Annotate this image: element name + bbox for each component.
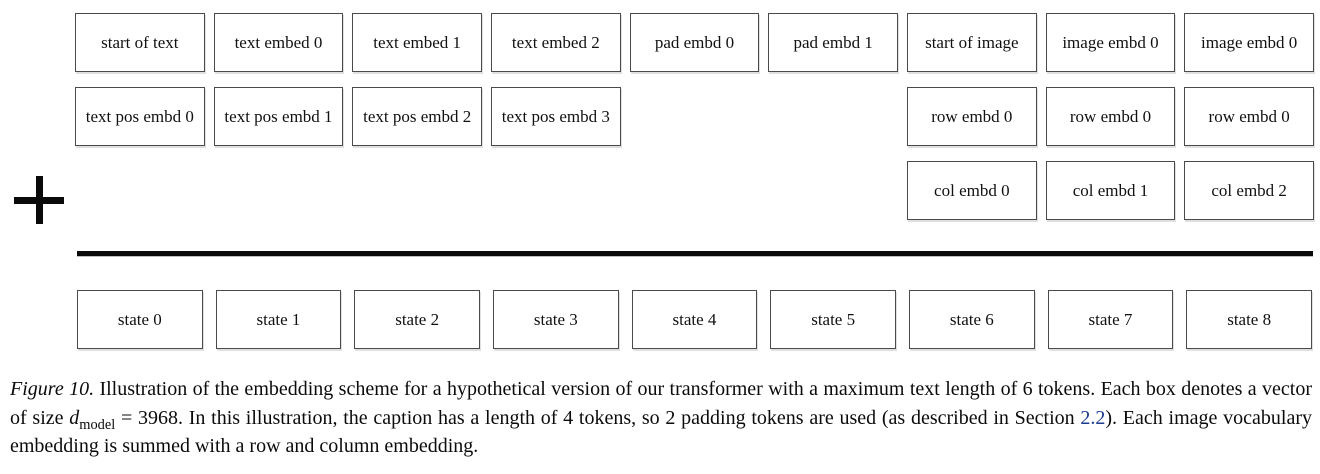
box-row-embd-0b: row embd 0	[1045, 87, 1176, 146]
box-state-3: state 3	[493, 290, 619, 349]
embedding-grid: start of text text embed 0 text embed 1 …	[75, 13, 1314, 220]
box-state-1: state 1	[215, 290, 342, 349]
state-grid: state 0 state 1 state 2 state 3 state 4 …	[75, 290, 1314, 349]
sum-line	[77, 251, 1313, 256]
plus-icon	[14, 176, 64, 224]
box-pad-embd-0: pad embd 0	[629, 13, 760, 72]
box-text-embed-1: text embed 1	[352, 13, 482, 72]
box-col-embd-1: col embd 1	[1045, 161, 1176, 220]
box-text-pos-embd-1: text pos embd 1	[213, 87, 344, 146]
caption-text-3: ). Each image vocabulary embedding is su…	[10, 406, 1312, 458]
box-row-embd-0a: row embd 0	[907, 87, 1037, 146]
caption-text-1: Illustration of the embedding scheme for…	[10, 378, 1312, 429]
box-start-of-image: start of image	[907, 13, 1037, 72]
box-image-embd-0a: image embd 0	[1045, 13, 1176, 72]
box-state-5: state 5	[770, 290, 896, 349]
box-text-pos-embd-3: text pos embd 3	[491, 87, 621, 146]
box-pad-embd-1: pad embd 1	[768, 13, 898, 72]
box-state-6: state 6	[909, 290, 1035, 349]
d-model-math: dmodel	[69, 406, 115, 432]
figure-caption: Figure 10. Illustration of the embedding…	[10, 375, 1312, 461]
box-state-2: state 2	[354, 290, 480, 349]
box-state-8: state 8	[1186, 290, 1312, 349]
math-subscript-model: model	[79, 416, 116, 433]
box-text-embed-2: text embed 2	[491, 13, 621, 72]
math-d: d	[69, 406, 80, 429]
caption-text-2: = 3968. In this illustration, the captio…	[115, 406, 1081, 429]
box-state-7: state 7	[1047, 290, 1174, 349]
box-text-pos-embd-0: text pos embd 0	[75, 87, 205, 146]
figure-number-label: Figure 10.	[10, 378, 95, 400]
box-text-embed-0: text embed 0	[213, 13, 344, 72]
box-col-embd-2: col embd 2	[1184, 161, 1314, 220]
box-text-pos-embd-2: text pos embd 2	[352, 87, 482, 146]
box-state-0: state 0	[77, 290, 203, 349]
box-start-of-text: start of text	[75, 13, 205, 72]
box-image-embd-0b: image embd 0	[1184, 13, 1314, 72]
section-2-2-link[interactable]: 2.2	[1080, 406, 1106, 429]
box-col-embd-0: col embd 0	[907, 161, 1037, 220]
box-row-embd-0c: row embd 0	[1184, 87, 1314, 146]
box-state-4: state 4	[631, 290, 758, 349]
